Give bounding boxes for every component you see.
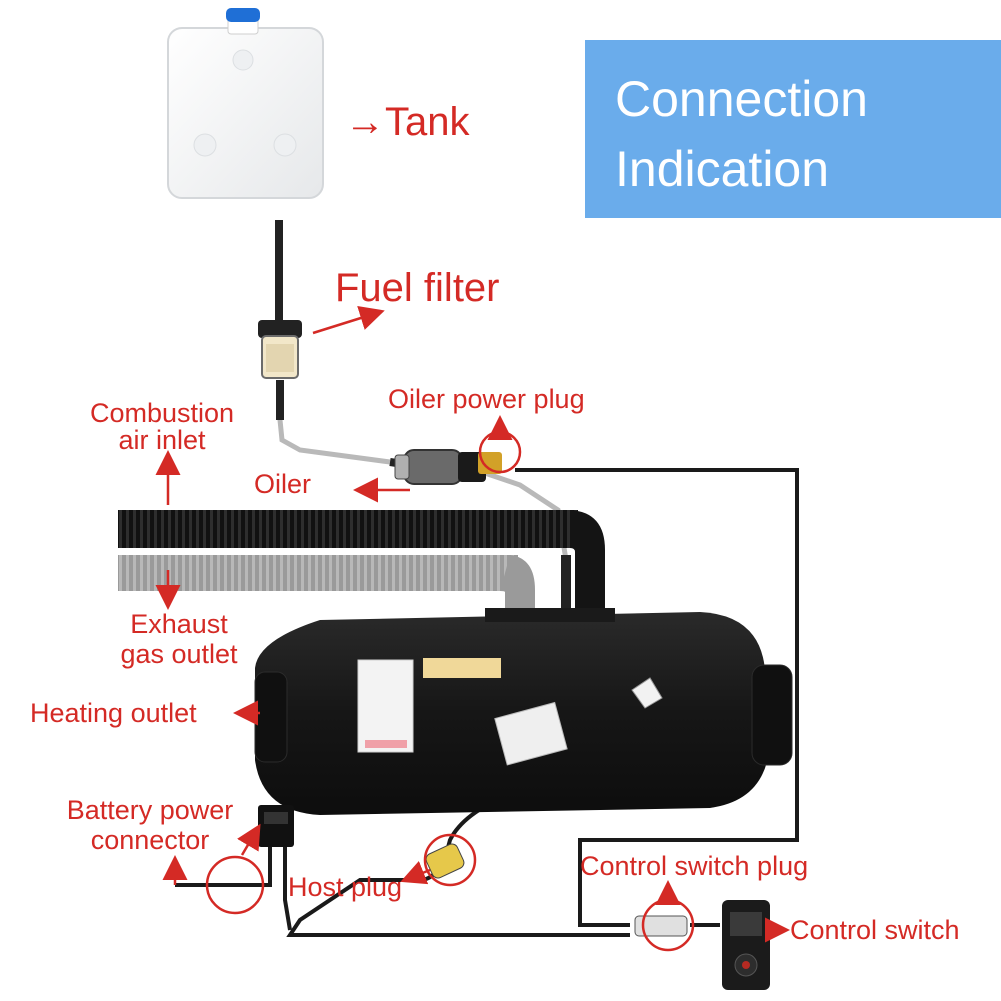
fuel-tank — [167, 8, 324, 199]
battery-connector — [258, 805, 294, 847]
label-fuel-filter: Fuel filter — [335, 266, 500, 310]
label-exhaust-gas-outlet-line2: gas outlet — [120, 639, 238, 669]
fuel-filter — [258, 320, 302, 379]
label-control-switch-plug: Control switch plug — [580, 851, 809, 881]
label-tank: →Tank — [345, 100, 470, 144]
oiler-pump — [394, 449, 502, 485]
title-line-2: Indication — [615, 141, 830, 197]
annotation-marks — [155, 306, 790, 952]
control-switch-plug-connector — [634, 915, 688, 937]
title-box: Connection Indication — [585, 40, 1001, 218]
label-battery-power-connector-line1: Battery power — [66, 795, 234, 825]
label-oiler: Oiler — [254, 469, 312, 499]
label-heating-outlet: Heating outlet — [30, 698, 197, 728]
host-plug-connector — [425, 843, 465, 879]
control-switch-device — [722, 900, 770, 990]
label-combustion-air-inlet-line1: Combustion — [89, 398, 235, 428]
title-line-1: Connection — [615, 71, 868, 127]
label-exhaust-gas-outlet-line1: Exhaust — [130, 609, 228, 639]
combustion-air-pipe — [118, 510, 605, 615]
exhaust-pipe — [118, 555, 535, 615]
heater-body — [254, 608, 793, 815]
label-combustion-air-inlet-line2: air inlet — [118, 425, 206, 455]
label-host-plug: Host plug — [288, 872, 403, 902]
label-control-switch: Control switch — [790, 915, 960, 945]
label-oiler-power-plug: Oiler power plug — [388, 384, 585, 414]
label-battery-power-connector-line2: connector — [90, 825, 210, 855]
